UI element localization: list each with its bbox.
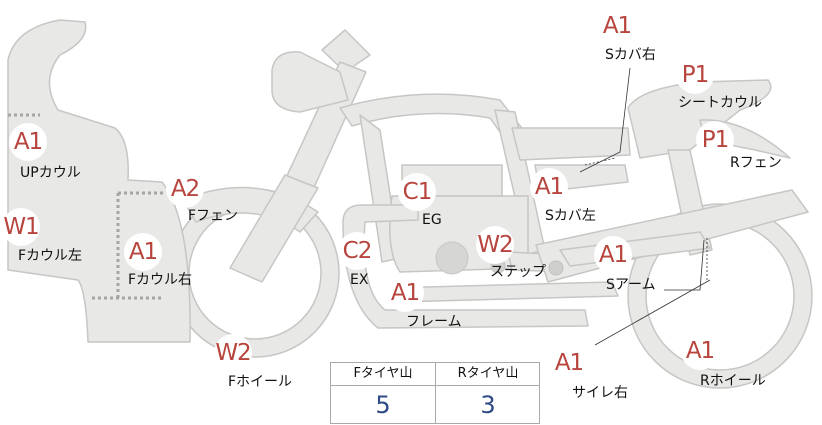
label-sarm: Sアーム xyxy=(606,277,656,293)
leader-dash-scover xyxy=(584,157,616,166)
label-step: ステップ xyxy=(490,264,546,280)
rank-badge-frame[interactable]: A1 xyxy=(386,274,424,312)
fuel-tank-shape xyxy=(271,51,349,113)
label-seatcowl: シートカウル xyxy=(678,95,762,111)
front-cowl-shape xyxy=(7,19,191,343)
label-fcowl-left: Fカウル左 xyxy=(18,248,83,264)
rank-badge-scover-left[interactable]: A1 xyxy=(530,168,568,206)
label-silencer: サイレ右 xyxy=(572,385,628,401)
rear-tread-value[interactable]: 3 xyxy=(480,391,496,419)
rank-badge-sarm[interactable]: A1 xyxy=(594,236,632,274)
rank-badge-upcowl[interactable]: A1 xyxy=(9,123,47,161)
label-upcowl: UPカウル xyxy=(20,165,81,181)
table-divider xyxy=(435,363,436,423)
label-scover-left: Sカバ左 xyxy=(545,208,596,224)
rear-tread-header: Rタイヤ山 xyxy=(436,363,540,386)
label-ffender: Fフェン xyxy=(188,208,239,224)
step-peg-right xyxy=(548,260,564,276)
leader-scover-right xyxy=(579,67,631,173)
frame-bottom-shape xyxy=(389,281,619,303)
rank-badge-eg[interactable]: C1 xyxy=(398,173,436,211)
rank-badge-rwheel[interactable]: A1 xyxy=(681,332,719,370)
fork-lower-shape xyxy=(229,174,319,283)
rank-badge-ffender[interactable]: A2 xyxy=(166,170,204,208)
rank-badge-scover-right[interactable]: A1 xyxy=(598,7,636,45)
front-tread-header: Fタイヤ山 xyxy=(331,363,435,386)
rank-badge-step[interactable]: W2 xyxy=(476,226,514,264)
rank-badge-seatcowl[interactable]: P1 xyxy=(676,56,714,94)
label-fcowl-right: Fカウル右 xyxy=(128,272,193,288)
label-fwheel: Fホイール xyxy=(228,374,293,390)
rank-badge-ex[interactable]: C2 xyxy=(338,232,376,270)
tire-tread-table: Fタイヤ山 Rタイヤ山 5 3 xyxy=(330,362,540,424)
engine-detail-circle xyxy=(435,241,469,275)
label-frame: フレーム xyxy=(406,314,462,330)
label-scover-right: Sカバ右 xyxy=(605,47,656,63)
rank-badge-rfender[interactable]: P1 xyxy=(696,121,734,159)
label-rfender: Rフェン xyxy=(730,155,782,171)
exhaust-shape xyxy=(342,204,589,329)
label-ex: EX xyxy=(350,272,369,288)
handlebar-shape xyxy=(321,29,371,73)
leader-sarm xyxy=(664,239,705,291)
rank-badge-fcowl-left[interactable]: W1 xyxy=(2,208,40,246)
label-eg: EG xyxy=(422,212,442,228)
label-rwheel: Rホイール xyxy=(700,373,766,389)
rank-badge-fcowl-right[interactable]: A1 xyxy=(124,233,162,271)
front-tread-value[interactable]: 5 xyxy=(375,391,391,419)
leader-silencer xyxy=(594,279,711,346)
seat-cowl-shape xyxy=(627,79,772,159)
rank-badge-silencer[interactable]: A1 xyxy=(550,344,588,382)
side-cover-right-shape xyxy=(511,127,631,161)
rank-badge-fwheel[interactable]: W2 xyxy=(214,334,252,372)
